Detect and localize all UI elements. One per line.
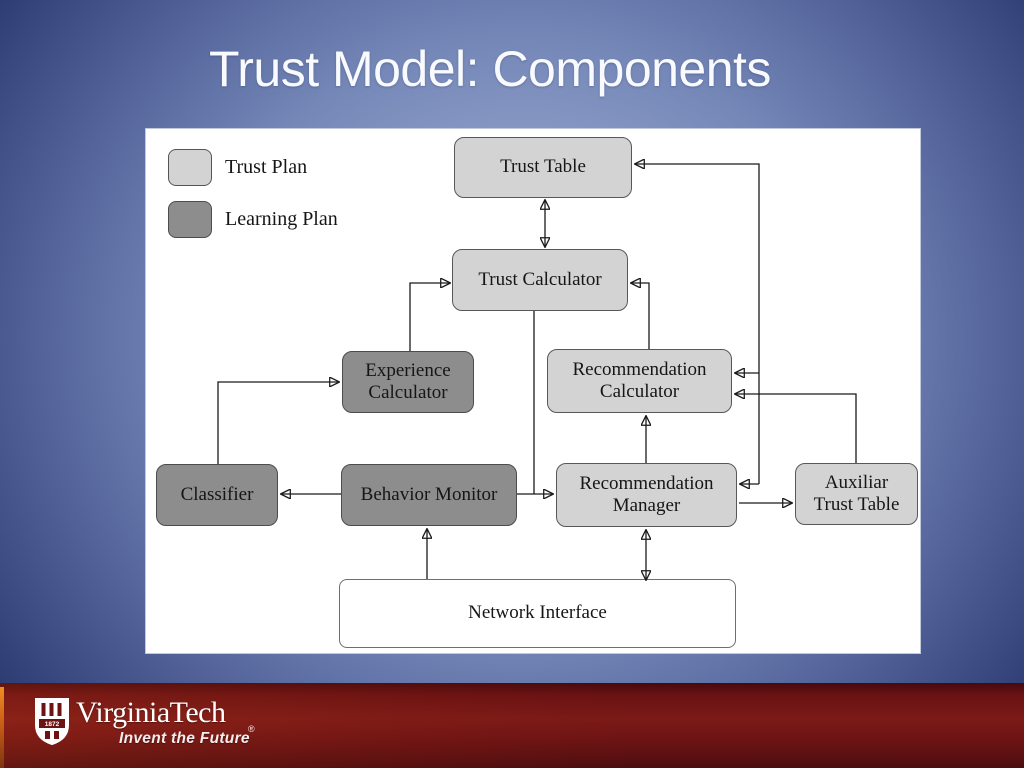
- legend: Trust Plan Learning Plan: [168, 149, 338, 253]
- slide-title: Trust Model: Components: [209, 41, 771, 97]
- node-classifier: Classifier: [156, 464, 278, 526]
- connector-experience-calculator-trust-calculator: [409, 283, 449, 351]
- learning-plan-swatch: [168, 201, 212, 238]
- node-recommendation-manager-label: Recommendation Manager: [579, 472, 714, 516]
- node-trust-table: Trust Table: [454, 137, 632, 198]
- vt-shield-year: 1872: [45, 721, 60, 728]
- node-classifier-label: Classifier: [180, 483, 254, 505]
- diagram-panel: Trust Plan Learning Plan Trust Table Tru…: [145, 128, 921, 654]
- vt-tagline: Invent the Future: [119, 730, 250, 747]
- vt-brand-wordmark: VirginiaTech: [76, 696, 226, 729]
- footer-bar: 1872 VirginiaTech Invent the Future ®: [0, 683, 1024, 768]
- connector-classifier-experience-calculator: [217, 382, 338, 464]
- trust-plan-swatch: [168, 149, 212, 186]
- node-trust-table-label: Trust Table: [500, 156, 586, 178]
- node-auxiliar-trust-table-label: Auxiliar Trust Table: [813, 471, 900, 515]
- legend-item-learning-plan: Learning Plan: [168, 201, 338, 238]
- node-auxiliar-trust-table: Auxiliar Trust Table: [795, 463, 918, 525]
- node-behavior-monitor-label: Behavior Monitor: [360, 483, 498, 505]
- node-network-interface: Network Interface: [339, 579, 736, 648]
- virginia-tech-logo: 1872 VirginiaTech Invent the Future ®: [33, 694, 353, 756]
- connector-recommendation-calculator-trust-calculator: [632, 283, 650, 349]
- legend-item-trust-plan: Trust Plan: [168, 149, 338, 186]
- vt-shield-icon: 1872: [35, 698, 69, 746]
- node-recommendation-calculator: Recommendation Calculator: [547, 349, 732, 413]
- node-trust-calculator: Trust Calculator: [452, 249, 628, 311]
- footer-accent-stripe: [0, 687, 4, 768]
- node-experience-calculator-label: Experience Calculator: [365, 359, 451, 403]
- learning-plan-label: Learning Plan: [225, 208, 338, 230]
- node-recommendation-manager: Recommendation Manager: [556, 463, 737, 527]
- connector-bus-trust-table: [636, 164, 760, 484]
- vt-registered-mark: ®: [248, 724, 255, 734]
- node-experience-calculator: Experience Calculator: [342, 351, 474, 413]
- node-trust-calculator-label: Trust Calculator: [478, 268, 602, 290]
- connector-auxiliar-trust-table-recommendation-calculator: [736, 394, 857, 463]
- node-behavior-monitor: Behavior Monitor: [341, 464, 517, 526]
- node-recommendation-calculator-label: Recommendation Calculator: [572, 358, 707, 402]
- node-network-interface-label: Network Interface: [468, 602, 607, 624]
- trust-plan-label: Trust Plan: [225, 156, 308, 178]
